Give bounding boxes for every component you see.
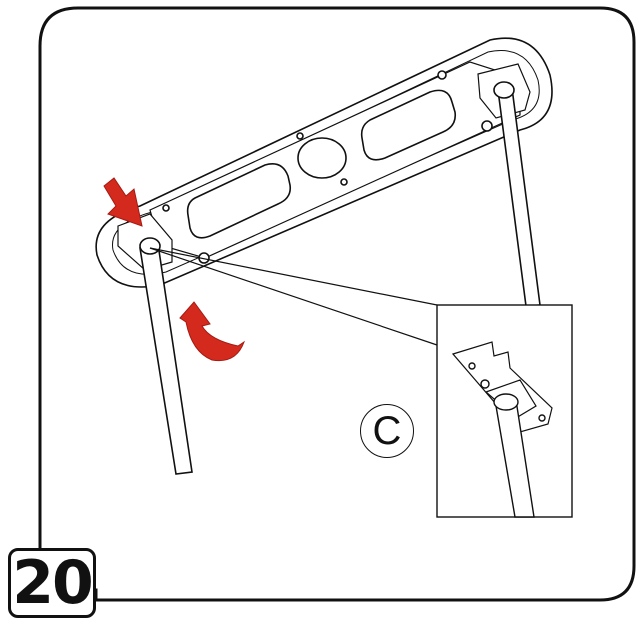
callout-label-text: C <box>372 409 402 453</box>
step-number-badge: 20 <box>8 548 96 618</box>
table-leg-left <box>139 237 193 475</box>
callout-label-c: C <box>360 404 414 458</box>
table-leg-right <box>493 81 541 307</box>
callout-detail-box <box>436 304 573 518</box>
panel-frame <box>38 6 636 602</box>
step-number-text: 20 <box>12 548 93 618</box>
callout-leader-lines <box>149 247 438 346</box>
table-top <box>95 37 553 288</box>
red-down-arrow-icon <box>103 177 143 227</box>
red-curved-rotate-arrow-icon <box>179 301 245 362</box>
